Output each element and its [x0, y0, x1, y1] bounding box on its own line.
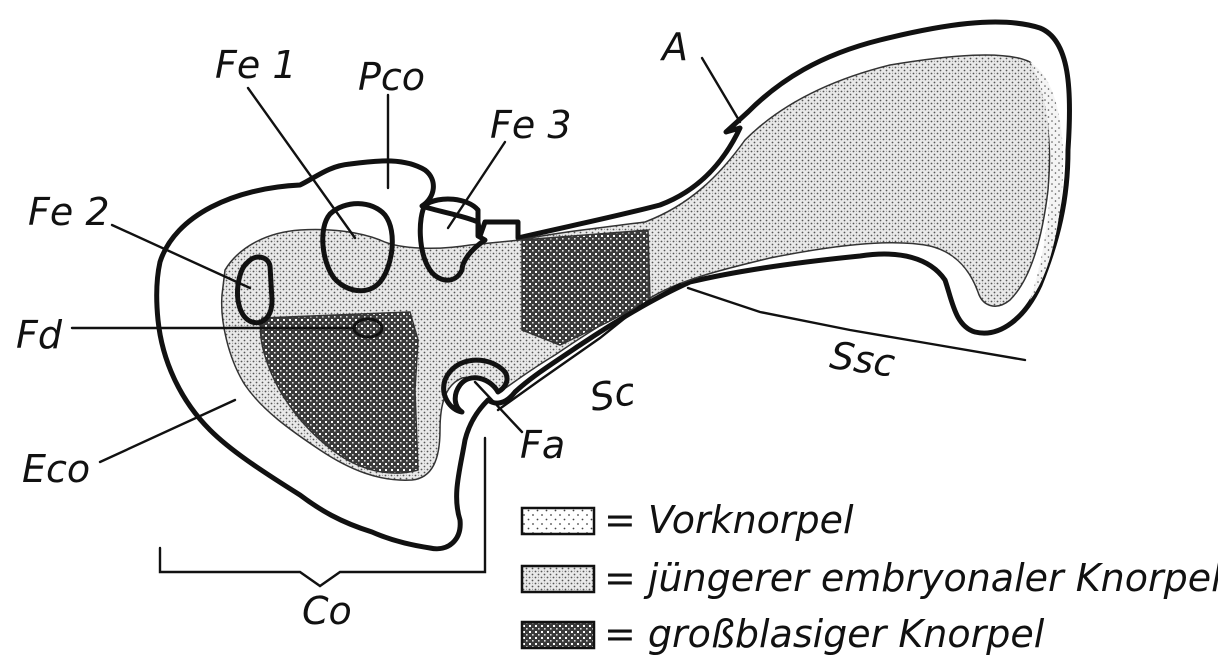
region-grossblasig-coracoid	[260, 312, 418, 473]
label-co: Co	[302, 589, 352, 633]
legend-item-vorknorpel: = Vorknorpel	[522, 498, 854, 542]
leader-fe1	[248, 88, 355, 238]
legend-swatch-juengerer	[522, 566, 594, 592]
label-ssc: Ssc	[827, 333, 897, 386]
leader-eco	[100, 400, 235, 462]
label-fe3: Fe 3	[490, 103, 572, 147]
legend-text-grossblasig: = großblasiger Knorpel	[604, 612, 1045, 656]
legend-text-juengerer: = jüngerer embryonaler Knorpel	[604, 556, 1218, 600]
legend-swatch-vorknorpel	[522, 508, 594, 534]
label-fa: Fa	[520, 423, 565, 467]
label-sc: Sc	[586, 369, 638, 420]
label-fe1: Fe 1	[215, 43, 297, 87]
leader-fe2	[112, 225, 250, 288]
legend-swatch-grossblasig	[522, 622, 594, 648]
region-grossblasig-collum	[522, 230, 650, 345]
label-pco: Pco	[358, 55, 425, 99]
leader-a	[702, 58, 740, 122]
legend-item-grossblasig: = großblasiger Knorpel	[522, 612, 1045, 656]
legend-text-vorknorpel: = Vorknorpel	[604, 498, 854, 542]
legend: = Vorknorpel = jüngerer embryonaler Knor…	[522, 498, 1218, 656]
label-eco: Eco	[22, 447, 90, 491]
legend-item-juengerer: = jüngerer embryonaler Knorpel	[522, 556, 1218, 600]
label-fe2: Fe 2	[28, 190, 110, 234]
label-a: A	[659, 25, 688, 69]
label-fd: Fd	[16, 313, 63, 357]
